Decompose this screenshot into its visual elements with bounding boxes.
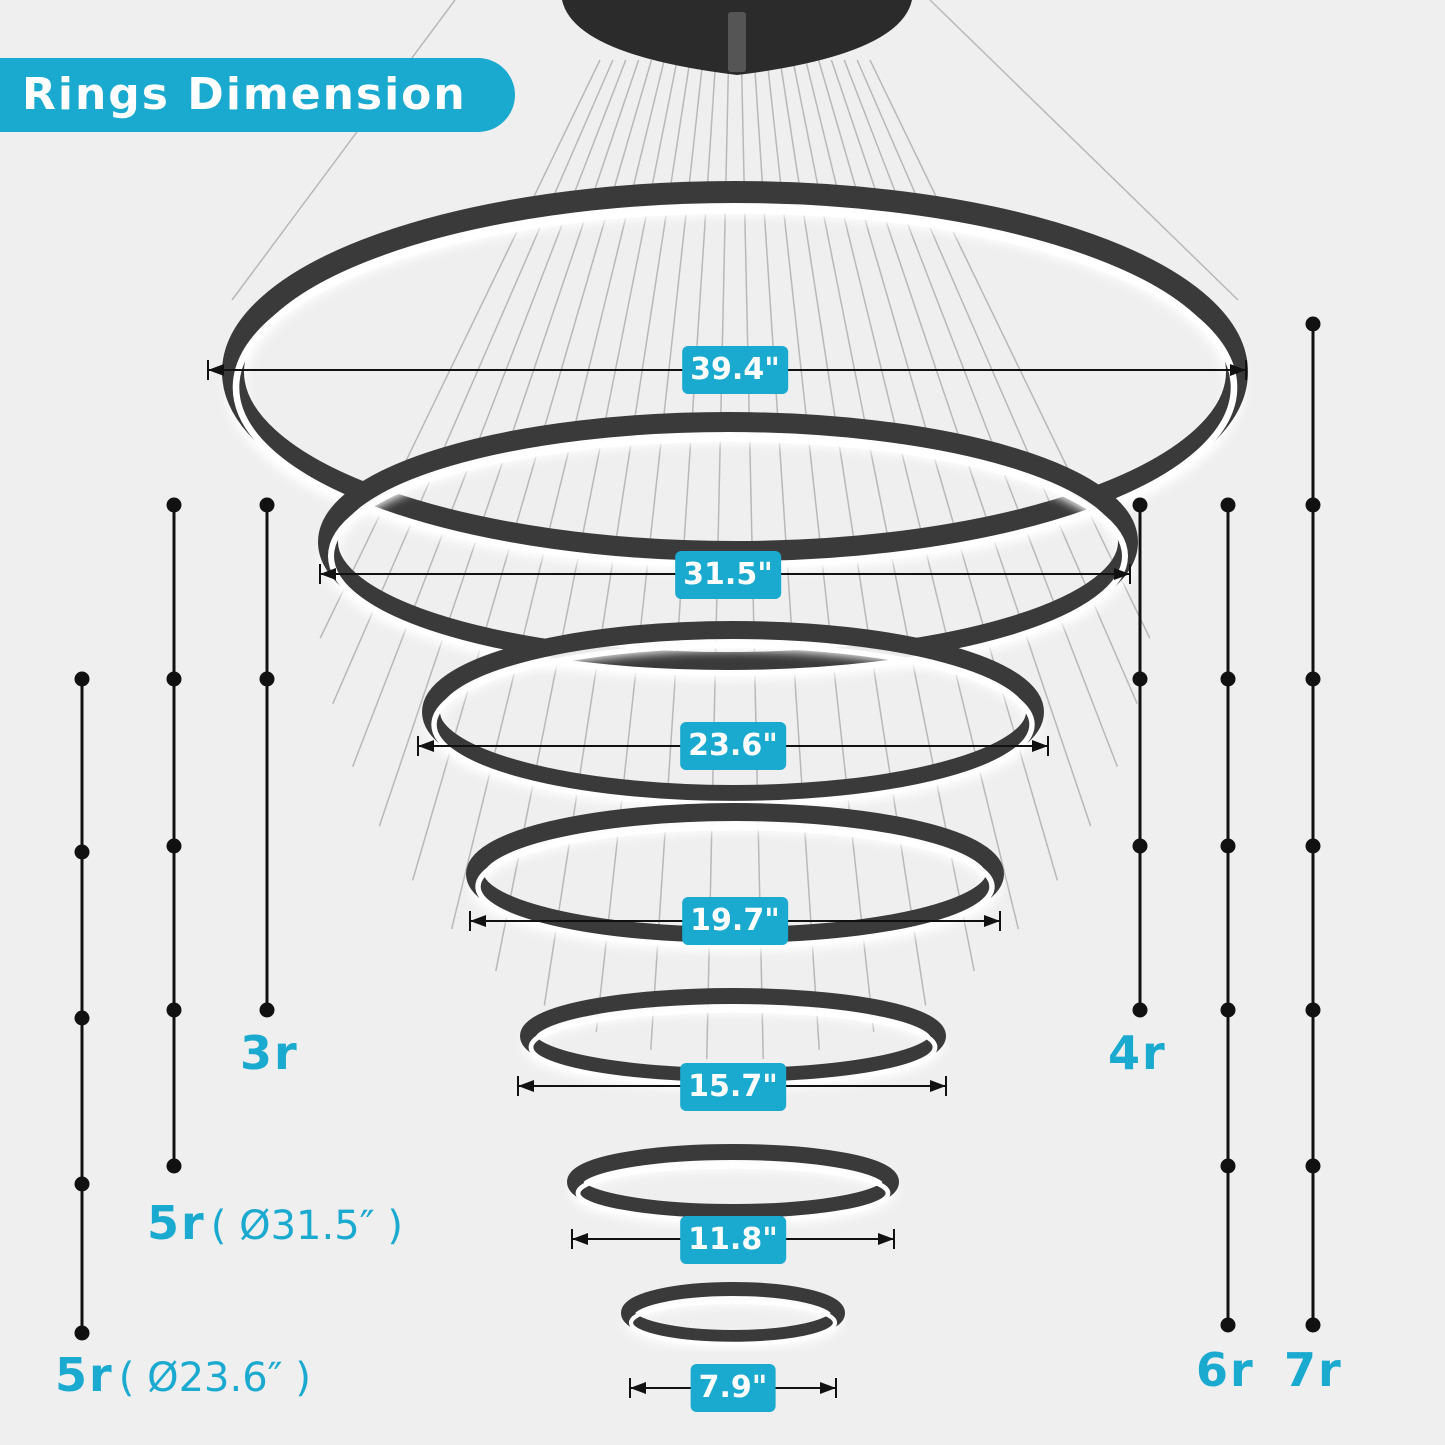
config-column: [1132, 497, 1148, 1018]
ring-node-dot: [74, 1010, 90, 1026]
ring-body: [318, 412, 1138, 672]
ring-node-dot: [1305, 1317, 1321, 1333]
diameter-label: 39.4": [682, 346, 788, 394]
ring-node-dot: [1305, 316, 1321, 332]
diameter-label: 11.8": [680, 1216, 786, 1264]
ring-body: [422, 621, 1044, 803]
arrow-right-icon: [930, 1080, 946, 1092]
arrow-right-icon: [820, 1382, 836, 1394]
config-label-3r: 3r: [240, 1030, 299, 1076]
arrow-right-icon: [1032, 740, 1048, 752]
arrow-right-icon: [984, 915, 1000, 927]
ring-node-dot: [1132, 671, 1148, 687]
ring-led-strip: [328, 436, 1128, 676]
suspension-wire: [351, 59, 627, 768]
config-label-4r: 4r: [1108, 1030, 1167, 1076]
config-code: 3r: [240, 1026, 299, 1080]
ring-node-dot: [74, 1176, 90, 1192]
ring-node-dot: [166, 1002, 182, 1018]
config-code: 4r: [1108, 1026, 1167, 1080]
diameter-label: 7.9": [690, 1364, 776, 1412]
config-column: [74, 671, 90, 1341]
config-code: 5r: [55, 1348, 114, 1402]
ring-node-dot: [1305, 671, 1321, 687]
arrow-right-icon: [1230, 364, 1246, 376]
ring-node-dot: [1220, 1317, 1236, 1333]
arrow-left-icon: [208, 364, 224, 376]
ring-node-dot: [259, 1002, 275, 1018]
config-code: 7r: [1284, 1343, 1343, 1397]
arrow-right-icon: [1114, 568, 1130, 580]
suspension-wire: [319, 59, 601, 639]
ring-node-dot: [259, 497, 275, 513]
ring-node-dot: [166, 497, 182, 513]
ring-node-dot: [1305, 1002, 1321, 1018]
ring-node-dot: [1132, 838, 1148, 854]
config-code: 5r: [147, 1196, 206, 1250]
ring-body: [621, 1282, 845, 1344]
diameter-label: 19.7": [682, 897, 788, 945]
ceiling-canopy: [562, 0, 912, 75]
config-column: [166, 497, 182, 1174]
config-column: [259, 497, 275, 1018]
arrow-left-icon: [518, 1080, 534, 1092]
ring-node-dot: [1220, 1002, 1236, 1018]
ring-led-strip: [475, 824, 995, 949]
config-label-7r: 7r: [1284, 1347, 1343, 1393]
ring-led-strip: [628, 1299, 838, 1346]
config-note: ( Ø31.5″ ): [210, 1203, 403, 1249]
suspension-wire: [929, 0, 1239, 301]
ring-node-dot: [1305, 838, 1321, 854]
arrow-left-icon: [630, 1382, 646, 1394]
ring-node-dot: [1132, 1002, 1148, 1018]
ring-node-dot: [1305, 1158, 1321, 1174]
arrow-left-icon: [470, 915, 486, 927]
arrow-right-icon: [878, 1233, 894, 1245]
ring-node-dot: [166, 671, 182, 687]
config-label-6r: 6r: [1196, 1347, 1255, 1393]
ring-2: [318, 412, 1138, 680]
ring-node-dot: [1220, 1158, 1236, 1174]
ring-node-dot: [74, 671, 90, 687]
arrow-left-icon: [320, 568, 336, 580]
ring-node-dot: [74, 844, 90, 860]
arrow-left-icon: [418, 740, 434, 752]
ring-node-dot: [74, 1325, 90, 1341]
ring-node-dot: [166, 838, 182, 854]
ring-node-dot: [1220, 497, 1236, 513]
diameter-label: 23.6": [680, 722, 786, 770]
config-label-5r-31: 5r ( Ø31.5″ ): [147, 1200, 403, 1246]
config-column: [1220, 497, 1236, 1333]
config-label-5r-23: 5r ( Ø23.6″ ): [55, 1352, 311, 1398]
diameter-label: 31.5": [675, 551, 781, 599]
ring-node-dot: [1220, 838, 1236, 854]
config-column: [1305, 316, 1321, 1333]
ring-body: [567, 1144, 899, 1220]
ring-node-dot: [166, 1158, 182, 1174]
ring-7: [621, 1282, 845, 1349]
title-banner: Rings Dimension: [0, 58, 515, 132]
ring-node-dot: [1132, 497, 1148, 513]
diameter-label: 15.7": [680, 1063, 786, 1111]
config-note: ( Ø23.6″ ): [118, 1355, 311, 1401]
config-code: 6r: [1196, 1343, 1255, 1397]
suspension-wire: [843, 59, 1119, 768]
suspension-wire: [869, 59, 1151, 639]
ring-node-dot: [1305, 497, 1321, 513]
ring-node-dot: [259, 671, 275, 687]
ring-node-dot: [1220, 671, 1236, 687]
ring-6: [567, 1144, 899, 1227]
suspension-wire: [231, 0, 456, 301]
arrow-left-icon: [572, 1233, 588, 1245]
